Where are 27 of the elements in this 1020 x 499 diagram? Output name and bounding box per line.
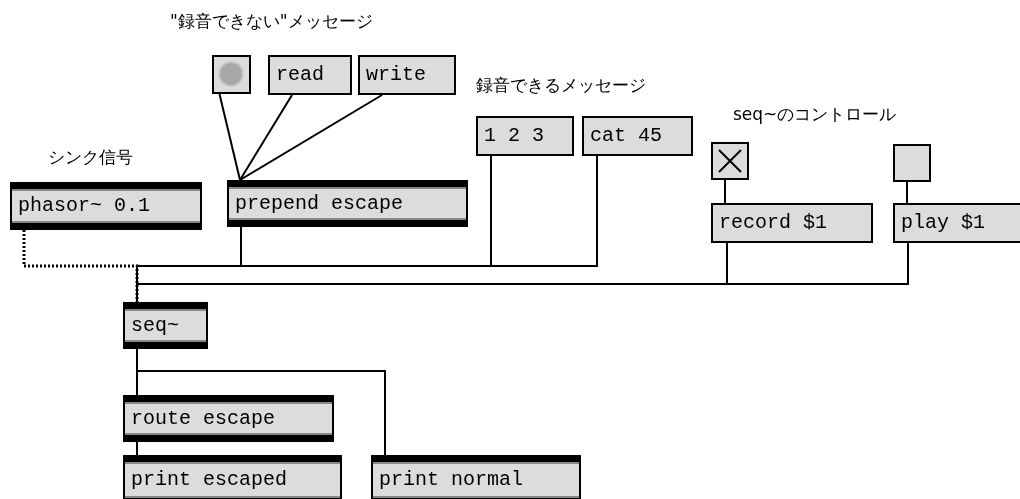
bang-button: [212, 55, 251, 94]
square-button: [893, 144, 931, 182]
patch-cord: [906, 181, 908, 204]
object-box: print normal: [371, 455, 581, 499]
message-box: 1 2 3: [476, 116, 574, 156]
object-box: seq~: [123, 302, 208, 349]
comment-text: シンク信号: [48, 146, 133, 169]
patch-cord: [724, 179, 726, 204]
comment-text: seq~のコントロール: [733, 103, 897, 126]
message-box: write: [358, 55, 456, 95]
message-box: record $1: [711, 203, 873, 243]
message-box: play $1: [893, 203, 1020, 243]
signal-cord: [22, 230, 139, 302]
object-box: print escaped: [123, 455, 342, 499]
object-box: prepend escape: [227, 180, 468, 227]
message-box: read: [268, 55, 352, 95]
patch-cord: [218, 93, 241, 181]
patch-cord: [136, 348, 386, 456]
comment-text: "録音できない"メッセージ: [170, 10, 373, 33]
patch-cord: [239, 94, 293, 181]
message-box: cat 45: [582, 116, 693, 156]
object-box: route escape: [123, 395, 334, 442]
toggle-button: [711, 142, 749, 180]
patch-cord: [136, 441, 138, 456]
object-box: phasor~ 0.1: [10, 182, 202, 230]
comment-text: 録音できるメッセージ: [476, 74, 646, 97]
patch-cord: [239, 94, 383, 181]
